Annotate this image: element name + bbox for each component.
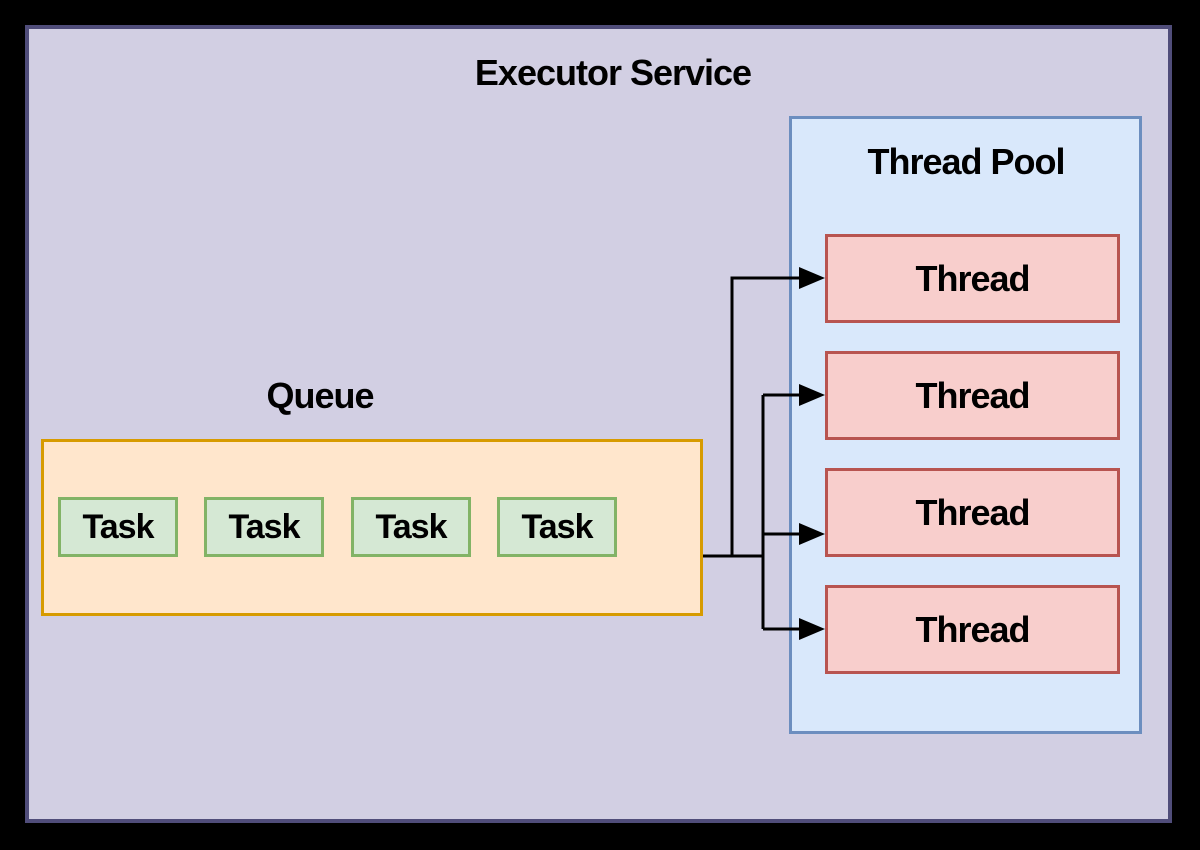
task-box: Task — [497, 497, 617, 557]
task-box: Task — [58, 497, 178, 557]
task-box: Task — [204, 497, 324, 557]
thread-box: Thread — [825, 234, 1120, 323]
task-box: Task — [351, 497, 471, 557]
thread-box: Thread — [825, 468, 1120, 557]
executor-service-title: Executor Service — [474, 52, 752, 93]
thread-box: Thread — [825, 585, 1120, 674]
queue-label: Queue — [266, 375, 374, 416]
thread-box: Thread — [825, 351, 1120, 440]
thread-pool-title: Thread Pool — [867, 141, 1065, 182]
